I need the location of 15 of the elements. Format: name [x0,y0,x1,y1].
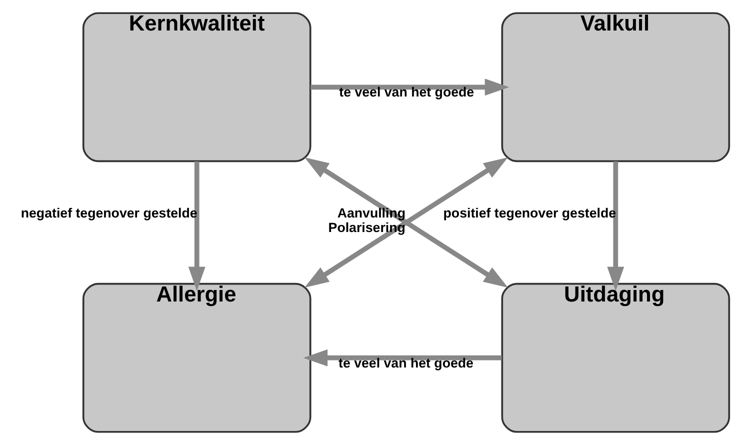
edge-label: Polarisering [328,220,406,236]
node-box: Uitdaging [501,282,730,433]
arrow [303,349,502,366]
arrow [607,161,624,292]
edge-label: positief tegenover gestelde [443,205,616,220]
arrow [304,157,508,288]
node-box: Kernkwaliteit [82,12,312,162]
arrow [188,161,206,292]
edge-label: te veel van het goede [338,355,474,370]
arrow [310,78,510,96]
node-box: Valkuil [501,12,730,162]
node-box: Allergie [82,282,312,433]
edge-label: negatief tegenover gestelde [20,205,198,220]
edge-label: Aanvulling [337,206,406,221]
edge-label: te veel van het goede [339,84,474,100]
